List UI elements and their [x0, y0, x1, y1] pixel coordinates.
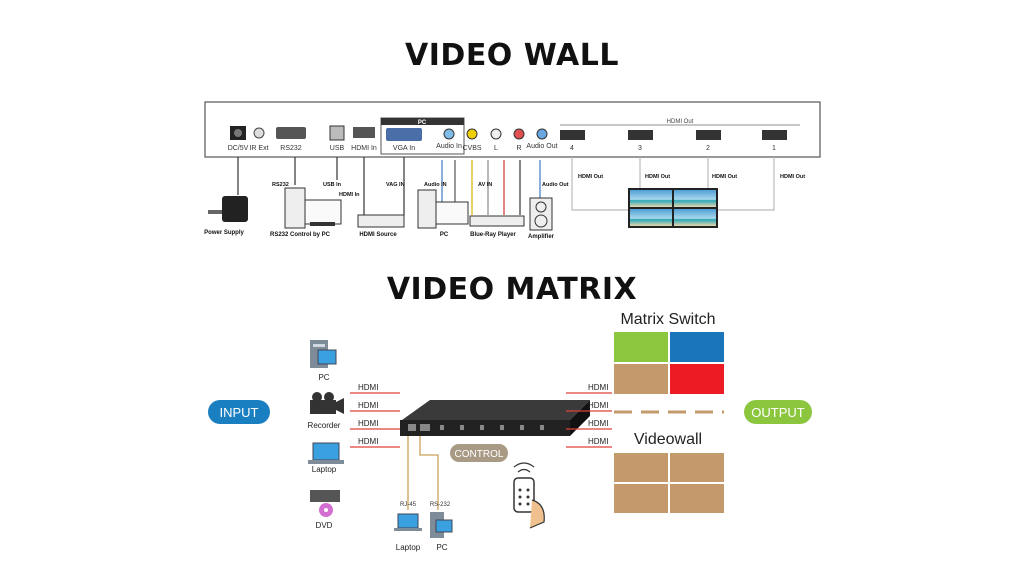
dvd-source-icon [310, 490, 340, 517]
bluray-player-icon [469, 215, 525, 227]
out-4-label: 4 [570, 145, 574, 152]
pc-group-label: PC [418, 120, 427, 126]
irext-label: IR Ext [249, 145, 268, 152]
hdmi-out-4-label: HDMI [588, 437, 608, 446]
cvbs-label: CVBS [462, 145, 481, 152]
rs232-matrix-label: RS-232 [430, 502, 451, 508]
matrix-switch-device [400, 400, 590, 436]
audio-out-label: Audio Out [526, 143, 557, 150]
pc-source-icon [310, 340, 337, 368]
l-label: L [494, 145, 498, 152]
pc-label: PC [440, 232, 449, 238]
hdmi-output-wires [566, 392, 612, 448]
out-1-label: 1 [772, 145, 776, 152]
cable-audio-out-label: Audio Out [542, 182, 569, 188]
ir-ext-port-icon [253, 127, 265, 139]
cvbs-port-icon [466, 128, 478, 140]
video-matrix-title: VIDEO MATRIX [386, 272, 638, 307]
amplifier-label: Amplifier [528, 234, 555, 240]
rs232-pc-icon [284, 187, 342, 229]
l-port-icon [490, 128, 502, 140]
hdmi-out-3-icon [628, 130, 653, 140]
control-wires [407, 436, 439, 510]
vga-port-icon [386, 128, 422, 141]
matrix-switch-grid [614, 332, 724, 394]
cable-hdmi-out-d-label: HDMI Out [780, 174, 805, 180]
matrix-switch-label: Matrix Switch [620, 311, 715, 328]
out-3-label: 3 [638, 145, 642, 152]
out-2-label: 2 [706, 145, 710, 152]
control-laptop-icon [394, 513, 422, 531]
r-port-icon [513, 128, 525, 140]
dc-label: DC/5V [228, 145, 249, 152]
rj45-label: RJ-45 [400, 502, 417, 508]
audio-in-label: Audio In [436, 143, 462, 150]
control-laptop-label: Laptop [396, 543, 421, 552]
videowall-grid [614, 453, 724, 513]
control-pc-label: PC [436, 543, 447, 552]
cable-hdmi-out-c-label: HDMI Out [712, 174, 737, 180]
videowall-label: Videowall [634, 431, 702, 448]
svg-text:INPUT: INPUT [220, 405, 259, 420]
usb-port-icon [329, 125, 345, 141]
svg-text:CONTROL: CONTROL [455, 449, 504, 460]
hdmi-source-icon [357, 214, 405, 228]
control-pc-icon [430, 512, 453, 538]
cable-audio-in-label: Audio IN [424, 182, 447, 188]
cable-rs232-label: RS232 [272, 182, 289, 188]
hdmi-in-3-label: HDMI [358, 419, 378, 428]
source-dvd-label: DVD [316, 521, 333, 530]
hdmi-in-1-label: HDMI [358, 383, 378, 392]
svg-text:OUTPUT: OUTPUT [751, 405, 805, 420]
pc-device-icon [417, 189, 469, 229]
cable-usb-in-label: USB In [323, 182, 342, 188]
input-badge: INPUT [208, 400, 270, 424]
usb-label: USB [330, 145, 345, 152]
bluray-label: Blue-Ray Player [470, 232, 516, 238]
rs232-port-icon [276, 127, 306, 139]
power-supply-icon [208, 196, 248, 222]
hdmi-out-4-icon [560, 130, 585, 140]
control-badge: CONTROL [450, 444, 508, 462]
r-label: R [516, 145, 521, 152]
rs232-control-label: RS232 Control by PC [270, 232, 331, 238]
recorder-source-icon [310, 392, 344, 414]
hdmi-in-4-label: HDMI [358, 437, 378, 446]
cable-hdmi-out-b-label: HDMI Out [645, 174, 670, 180]
hdmi-in-port-icon [353, 127, 375, 138]
hdmi-out-3-label: HDMI [588, 419, 608, 428]
hdmi-out-1-label: HDMI [588, 383, 608, 392]
hdmi-out-group-label: HDMI Out [667, 119, 694, 125]
laptop-source-icon [308, 442, 344, 464]
hdmi-out-1-icon [762, 130, 787, 140]
rs232-label: RS232 [280, 145, 302, 152]
output-badge: OUTPUT [744, 400, 812, 424]
hdmi-in-2-label: HDMI [358, 401, 378, 410]
cable-vag-in-label: VAG IN [386, 182, 405, 188]
hdmi-out-2-label: HDMI [588, 401, 608, 410]
hdmi-source-label: HDMI Source [359, 232, 397, 238]
cable-hdmi-in-label: HDMI In [339, 192, 360, 198]
power-supply-label: Power Supply [204, 230, 244, 236]
remote-control-icon [513, 462, 545, 529]
source-recorder-label: Recorder [308, 421, 341, 430]
hdmi-in-label: HDMI In [351, 145, 377, 152]
cable-av-in-label: AV IN [478, 182, 492, 188]
audio-in-port-icon [443, 128, 455, 140]
hdmi-input-wires [350, 392, 400, 448]
video-wall-screens-icon [628, 188, 718, 228]
amplifier-icon [529, 197, 553, 231]
cable-hdmi-out-a-label: HDMI Out [578, 174, 603, 180]
audio-out-port-icon [536, 128, 548, 140]
source-laptop-label: Laptop [312, 465, 337, 474]
source-pc-label: PC [318, 373, 329, 382]
vga-in-label: VGA In [393, 145, 415, 152]
hdmi-out-2-icon [696, 130, 721, 140]
video-wall-rear-panel: PC HDMI Out DC/5V IR Ext RS232 USB HDMI … [204, 101, 821, 158]
video-wall-title: VIDEO WALL [405, 38, 619, 73]
